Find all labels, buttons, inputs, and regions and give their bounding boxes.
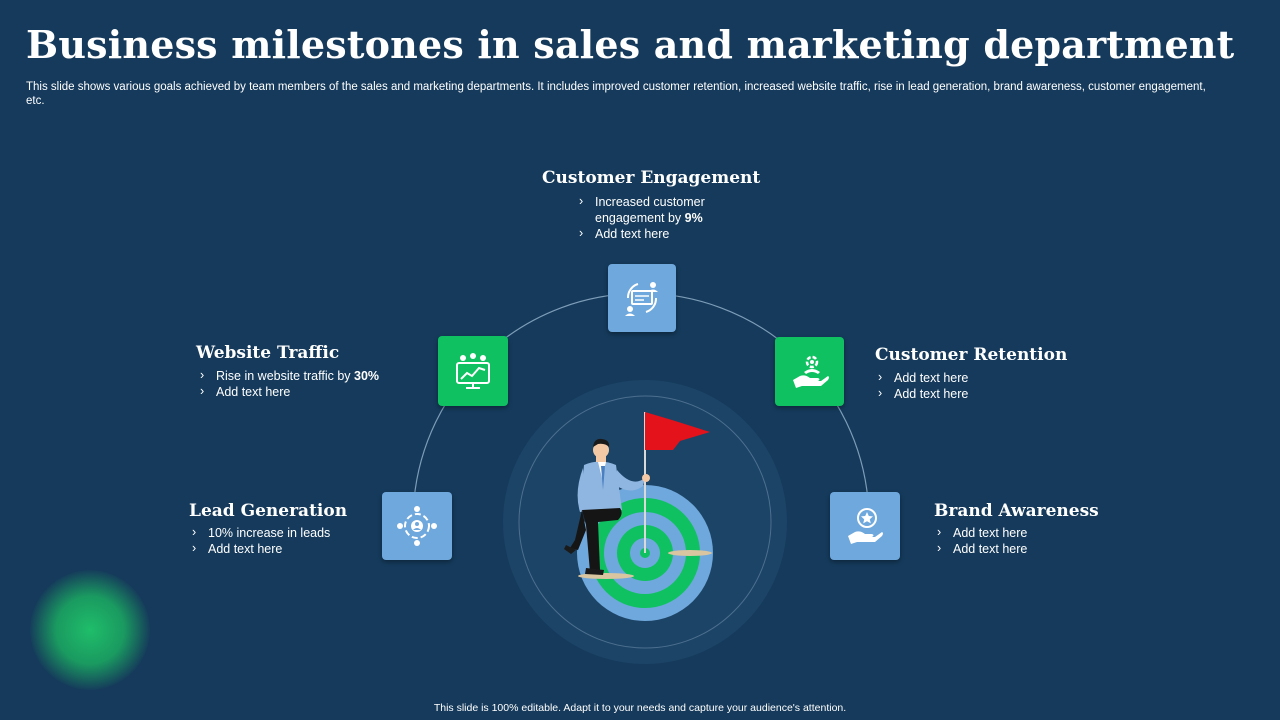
star-hand-icon [848,508,883,544]
customer-retention-points: Add text here Add text here [876,369,1076,402]
lead-target-icon [397,506,437,546]
customer-retention-heading: Customer Retention [875,345,1068,365]
list-item: Add text here [935,524,1135,541]
lead-generation-heading: Lead Generation [189,501,348,521]
lead-generation-points: 10% increase in leads Add text here [190,524,390,557]
list-item: Add text here [935,540,1135,557]
slide-title: Business milestones in sales and marketi… [26,22,1235,67]
slide-footer: This slide is 100% editable. Adapt it to… [433,702,847,714]
list-item: Add text here [190,540,390,557]
web-traffic-icon [456,353,490,389]
list-item: Add text here [577,225,727,242]
customer-engagement-icon-box [608,264,676,332]
customer-retention-icon-box [775,337,844,406]
website-traffic-icon-box [438,336,508,406]
retention-hand-icon [792,355,829,388]
customer-engagement-points: Increased customer engagement by 9% Add … [577,193,727,242]
list-item: Rise in website traffic by 30% [198,367,418,384]
customer-engagement-heading: Customer Engagement [542,168,761,188]
slide-subtitle: This slide shows various goals achieved … [26,81,1206,107]
list-item: 10% increase in leads [190,524,390,541]
inner-ring [518,395,772,649]
list-item: Add text here [198,383,418,400]
brand-awareness-points: Add text here Add text here [935,524,1135,557]
brand-awareness-icon-box [830,492,900,560]
website-traffic-heading: Website Traffic [196,343,340,363]
website-traffic-points: Rise in website traffic by 30% Add text … [198,367,418,400]
brand-awareness-heading: Brand Awareness [934,501,1099,521]
list-item: Add text here [876,369,1076,386]
engagement-cycle-icon [625,282,658,316]
lead-generation-icon-box [382,492,452,560]
list-item: Increased customer engagement by 9% [577,193,727,226]
list-item: Add text here [876,385,1076,402]
flag-icon [644,412,710,553]
businessman-icon [564,438,712,579]
decorative-glow [30,570,150,690]
